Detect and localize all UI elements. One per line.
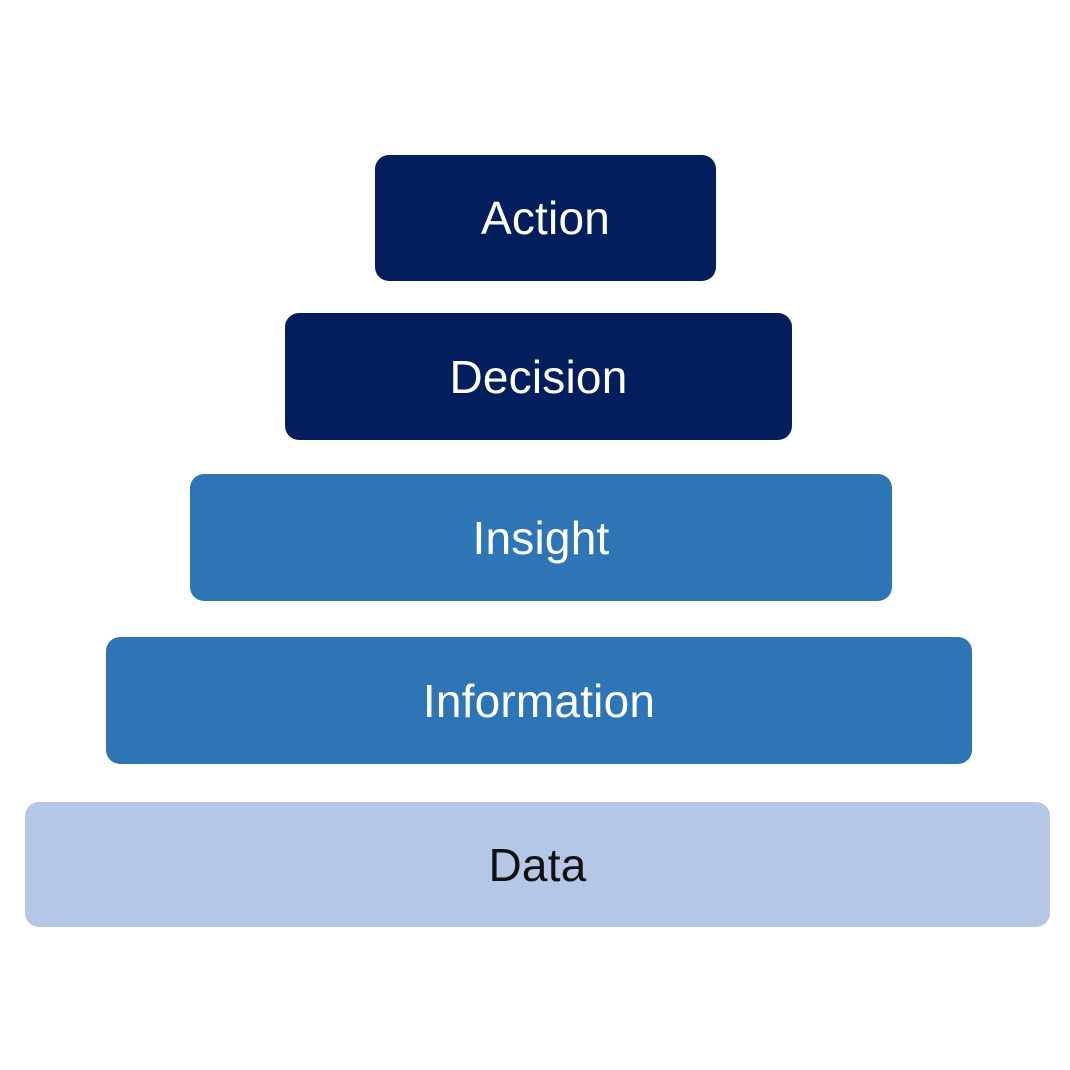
tier-label: Information xyxy=(422,674,656,727)
tier-label: Action xyxy=(480,192,611,244)
tier-action: Action xyxy=(375,155,716,281)
tier-decision: Decision xyxy=(285,313,792,440)
tier-label: Insight xyxy=(472,511,610,564)
tier-label: Decision xyxy=(449,350,628,403)
tier-label: Data xyxy=(488,838,587,891)
tier-data: Data xyxy=(25,802,1050,927)
tier-insight: Insight xyxy=(190,474,892,601)
tier-information: Information xyxy=(106,637,972,764)
